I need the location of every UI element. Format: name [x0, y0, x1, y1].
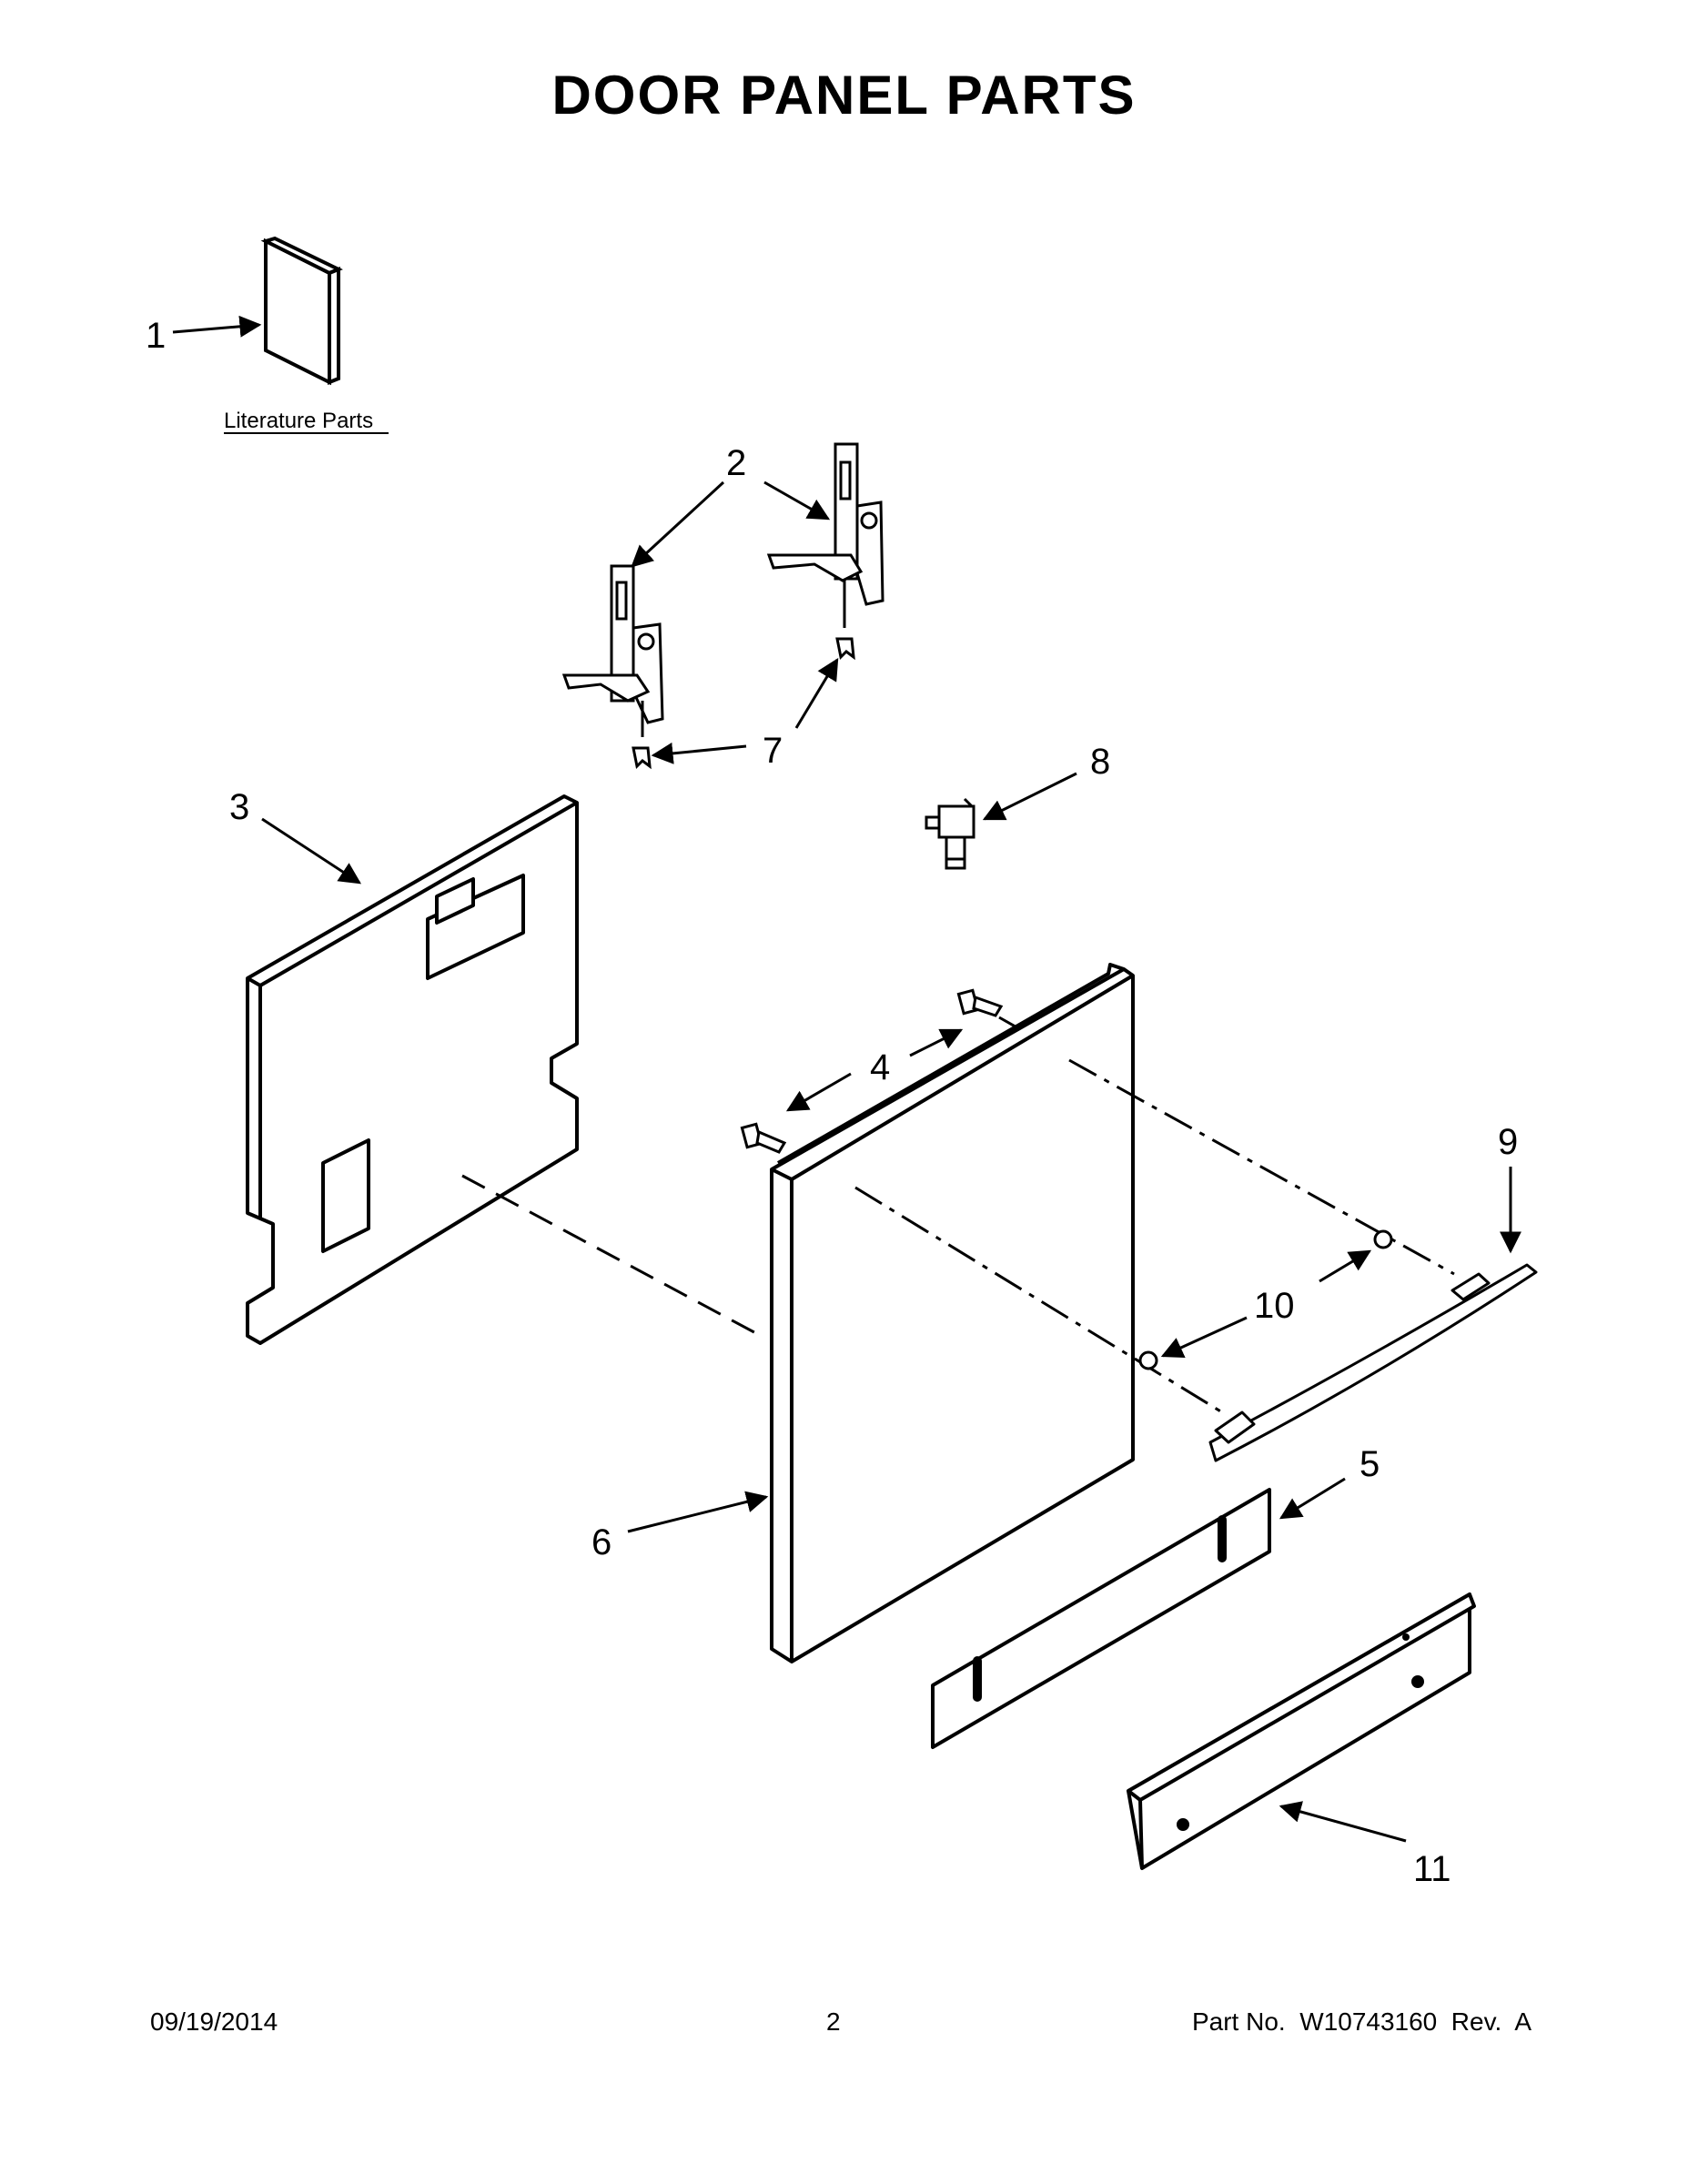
callout-1: 1: [146, 316, 166, 356]
callout-11: 11: [1413, 1849, 1451, 1889]
part-5-access-panel: [931, 1488, 1271, 1749]
footer-date: 09/19/2014: [150, 2007, 278, 2036]
callout-2-arrow-left: [631, 480, 725, 568]
callout-11-arrow: [1279, 1801, 1407, 1843]
part-9-door-handle: [1208, 1263, 1538, 1462]
callout-5: 5: [1359, 1444, 1380, 1484]
callout-3-arrow: [261, 817, 362, 885]
part-2-hinge-left: [561, 564, 664, 737]
callout-1-arrow: [172, 315, 262, 338]
part-10-spacer-lower: [1138, 1350, 1158, 1370]
callout-10-arrow-lower: [1160, 1316, 1248, 1358]
part-10-spacer-upper: [1373, 1229, 1393, 1249]
callout-8-arrow: [982, 772, 1077, 821]
callout-4: 4: [870, 1047, 890, 1087]
screw-guide-line-upper: [998, 1016, 1027, 1035]
footer-page-number: 2: [826, 2007, 841, 2036]
part-3-insulation-panel: [246, 794, 579, 1345]
part-7-clip-right: [835, 637, 855, 661]
callout-2-arrow-right: [763, 480, 831, 521]
panel-alignment-line: [461, 1174, 765, 1340]
callout-4-arrow-lower: [785, 1072, 852, 1112]
page-title: DOOR PANEL PARTS: [551, 65, 1137, 126]
callout-7-arrow-right: [794, 657, 839, 729]
callout-10: 10: [1254, 1286, 1295, 1326]
callout-5-arrow: [1279, 1477, 1346, 1520]
callout-9: 9: [1498, 1122, 1518, 1162]
part-6-outer-door-panel: [770, 963, 1135, 1663]
callout-7-arrow-left: [651, 742, 747, 764]
handle-alignment-line-upper: [1068, 1058, 1455, 1276]
part-8-door-latch: [925, 797, 975, 870]
callout-10-arrow-upper: [1319, 1249, 1372, 1283]
callout-2: 2: [726, 443, 746, 483]
callout-3: 3: [229, 787, 249, 827]
footer-part-number: Part No. W10743160 Rev. A: [1191, 2007, 1531, 2036]
part-11-toe-panel: [1127, 1592, 1476, 1870]
literature-parts-label: Literature Parts: [224, 409, 373, 433]
handle-alignment-line-lower: [854, 1186, 1228, 1417]
callout-8: 8: [1090, 742, 1110, 782]
callout-4-arrow-upper: [909, 1028, 964, 1057]
callout-7: 7: [763, 731, 783, 771]
part-7-clip-left: [632, 746, 652, 770]
callout-6: 6: [591, 1522, 612, 1562]
callout-6-arrow: [627, 1491, 769, 1533]
part-4-screw-lower: [740, 1122, 787, 1154]
part-2-hinge-right: [766, 442, 884, 628]
part-4-screw-upper: [956, 988, 1004, 1017]
part-1-literature-booklet: [260, 236, 343, 386]
